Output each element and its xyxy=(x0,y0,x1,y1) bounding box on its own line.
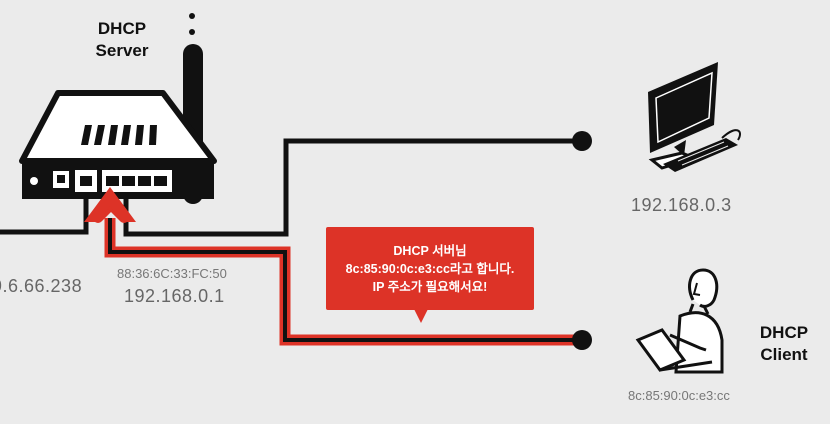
client-title-line1: DHCP xyxy=(756,322,812,344)
wan-ip-label: 9.6.66.238 xyxy=(0,276,82,297)
message-bubble-tail xyxy=(414,309,428,323)
client-title-line2: Client xyxy=(756,344,812,366)
client-mac-label: 8c:85:90:0c:e3:cc xyxy=(628,388,730,403)
server-title-line2: Server xyxy=(94,40,150,62)
server-title-line1: DHCP xyxy=(94,18,150,40)
client-title: DHCP Client xyxy=(756,322,812,366)
server-lan-ip-label: 192.168.0.1 xyxy=(124,286,225,307)
request-message-bubble: DHCP 서버님 8c:85:90:0c:e3:cc라고 합니다. IP 주소가… xyxy=(326,227,534,310)
person-with-laptop-icon xyxy=(638,270,722,372)
client-port-dot xyxy=(572,330,592,350)
server-title: DHCP Server xyxy=(94,18,150,62)
desktop-port-dot xyxy=(572,131,592,151)
desktop-computer-icon xyxy=(648,62,740,172)
message-line3: IP 주소가 필요해서요! xyxy=(326,278,534,296)
server-mac-label: 88:36:6C:33:FC:50 xyxy=(117,266,227,281)
desktop-ip-label: 192.168.0.3 xyxy=(631,195,732,216)
message-line1: DHCP 서버님 xyxy=(326,242,534,260)
message-line2: 8c:85:90:0c:e3:cc라고 합니다. xyxy=(326,260,534,278)
